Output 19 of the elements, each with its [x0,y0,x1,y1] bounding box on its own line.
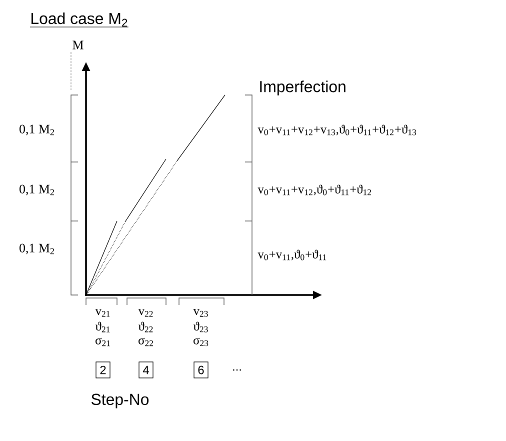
axis-label: M [72,40,84,50]
step-variable: ϑ$_{22}$ [138,322,153,332]
step-variable: v$_{21}$ [95,309,110,317]
title: Load case M$_{2}$ [30,12,129,28]
increment-label: 0,1 M$_{2}$ [20,244,54,254]
increment-label: 0,1 M$_{2}$ [20,124,54,136]
step-variable: σ$_{21}$ [96,338,110,346]
increment-label: 0,1 M$_{2}$ [20,184,54,196]
step-variable: ϑ$_{21}$ [96,322,110,332]
axis-title: Step-No [92,394,149,408]
step-variable: v$_{23}$ [193,309,208,317]
step-variable: σ$_{23}$ [194,338,208,346]
step-variable: σ$_{22}$ [138,338,153,346]
step-number-box: 2 [96,362,110,378]
ellipsis: ... [233,369,241,371]
step-variable: ϑ$_{23}$ [194,322,208,332]
step-variable: v$_{22}$ [138,309,153,317]
step-number-box: 6 [194,362,208,378]
step-number-box: 4 [138,362,154,378]
